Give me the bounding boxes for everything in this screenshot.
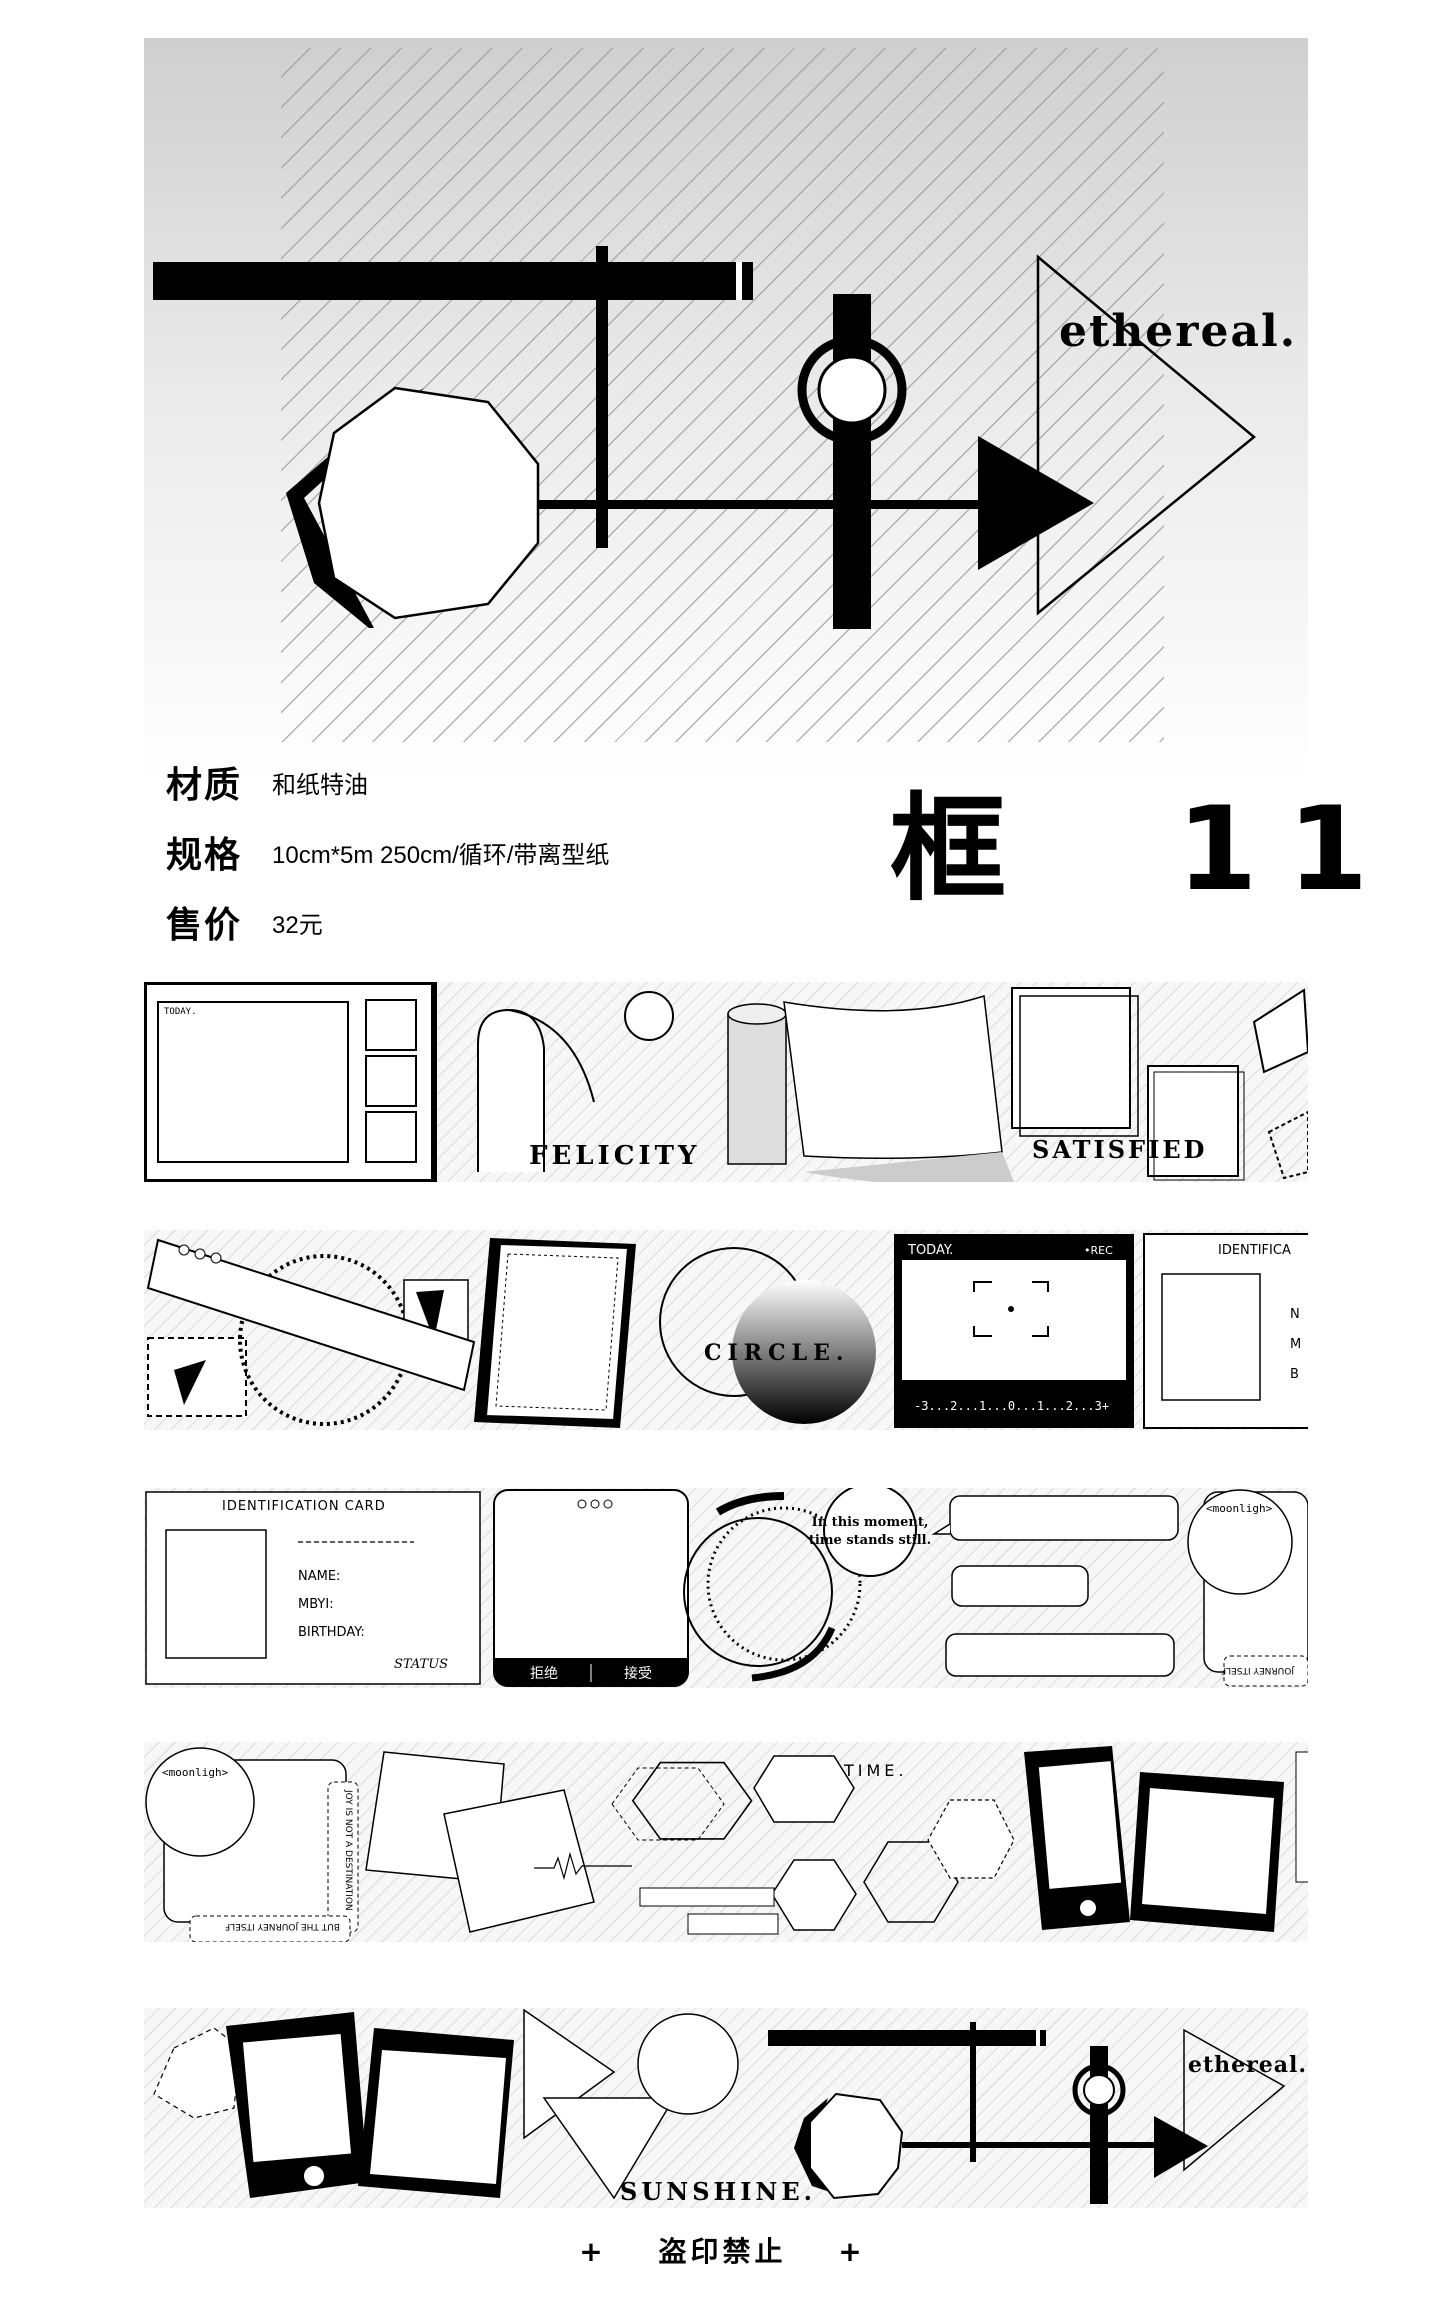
svg-text:time stands still.: time stands still.: [809, 1533, 931, 1548]
hero-graphic: ethereal.: [153, 246, 1297, 629]
svg-text:接受: 接受: [624, 1665, 652, 1682]
svg-text:<moonligh>: <moonligh>: [162, 1766, 229, 1779]
footer-text: 盗印禁止: [658, 2235, 787, 2268]
info-value: 和纸特油: [272, 771, 368, 799]
svg-text:MBYI:: MBYI:: [298, 1597, 334, 1612]
svg-text:TODAY.: TODAY.: [907, 1243, 953, 1258]
svg-text:BIRTHDAY:: BIRTHDAY:: [298, 1625, 365, 1640]
svg-text:M: M: [1290, 1337, 1301, 1352]
svg-text:N: N: [1290, 1307, 1300, 1322]
svg-text:NAME:: NAME:: [298, 1569, 340, 1584]
svg-text:TODAY.: TODAY.: [164, 1007, 197, 1017]
info-key: 规格: [166, 835, 243, 876]
tape-strip-3: IDENTIFICATION CARD NAME: MBYI: BIRTHDAY…: [144, 1488, 1308, 1688]
svg-text:SATISFIED: SATISFIED: [1032, 1135, 1207, 1164]
svg-text:JOY IS NOT A DESTINATION: JOY IS NOT A DESTINATION: [343, 1789, 353, 1911]
info-price: 售价 32元: [166, 896, 323, 948]
footer-notice: + 盗印禁止 +: [0, 2230, 1445, 2270]
svg-text:B: B: [1290, 1367, 1299, 1382]
svg-text:<moonligh>: <moonligh>: [1206, 1502, 1273, 1515]
svg-text:FELICITY: FELICITY: [529, 1141, 700, 1171]
svg-text:In this moment,: In this moment,: [812, 1515, 929, 1530]
info-value: 32元: [272, 911, 323, 939]
tape-strip-1: TODAY. FELICITY SATISFIED: [144, 982, 1308, 1182]
svg-text:拒绝: 拒绝: [530, 1666, 558, 1682]
svg-text:CIRCLE.: CIRCLE.: [704, 1340, 850, 1366]
info-material: 材质 和纸特油: [166, 756, 368, 808]
svg-text:•REC: •REC: [1084, 1244, 1113, 1257]
svg-text:JOURNEY ITSELF: JOURNEY ITSELF: [1221, 1665, 1295, 1675]
svg-text:STATUS: STATUS: [394, 1657, 448, 1672]
tape-strip-2: CIRCLE. TODAY. •REC -3...2...1...0...1..…: [144, 1230, 1308, 1430]
svg-text:SUNSHINE.: SUNSHINE.: [620, 2177, 816, 2206]
svg-text:IDENTIFICATION CARD: IDENTIFICATION CARD: [222, 1499, 386, 1514]
svg-text:ethereal.: ethereal.: [1188, 2052, 1307, 2078]
tape-strip-5: SUNSHINE. ethereal.: [144, 2008, 1308, 2208]
product-name: 框 11: [890, 782, 1399, 917]
info-spec: 规格 10cm*5m 250cm/循环/带离型纸: [166, 826, 609, 878]
plus-icon: +: [579, 2235, 607, 2268]
plus-icon: +: [838, 2235, 866, 2268]
svg-text:BUT THE JOURNEY ITSELF: BUT THE JOURNEY ITSELF: [225, 1921, 340, 1931]
tape-strip-4: <moonligh> JOY IS NOT A DESTINATION BUT …: [144, 1742, 1308, 1942]
info-value: 10cm*5m 250cm/循环/带离型纸: [272, 841, 610, 869]
info-key: 售价: [166, 905, 243, 946]
svg-text:IDENTIFICA: IDENTIFICA: [1218, 1243, 1291, 1258]
info-key: 材质: [166, 765, 243, 806]
svg-text:-3...2...1...0...1...2...3+: -3...2...1...0...1...2...3+: [914, 1399, 1109, 1413]
svg-text:TIME.: TIME.: [843, 1761, 908, 1780]
hero-word: ethereal.: [1059, 306, 1297, 357]
